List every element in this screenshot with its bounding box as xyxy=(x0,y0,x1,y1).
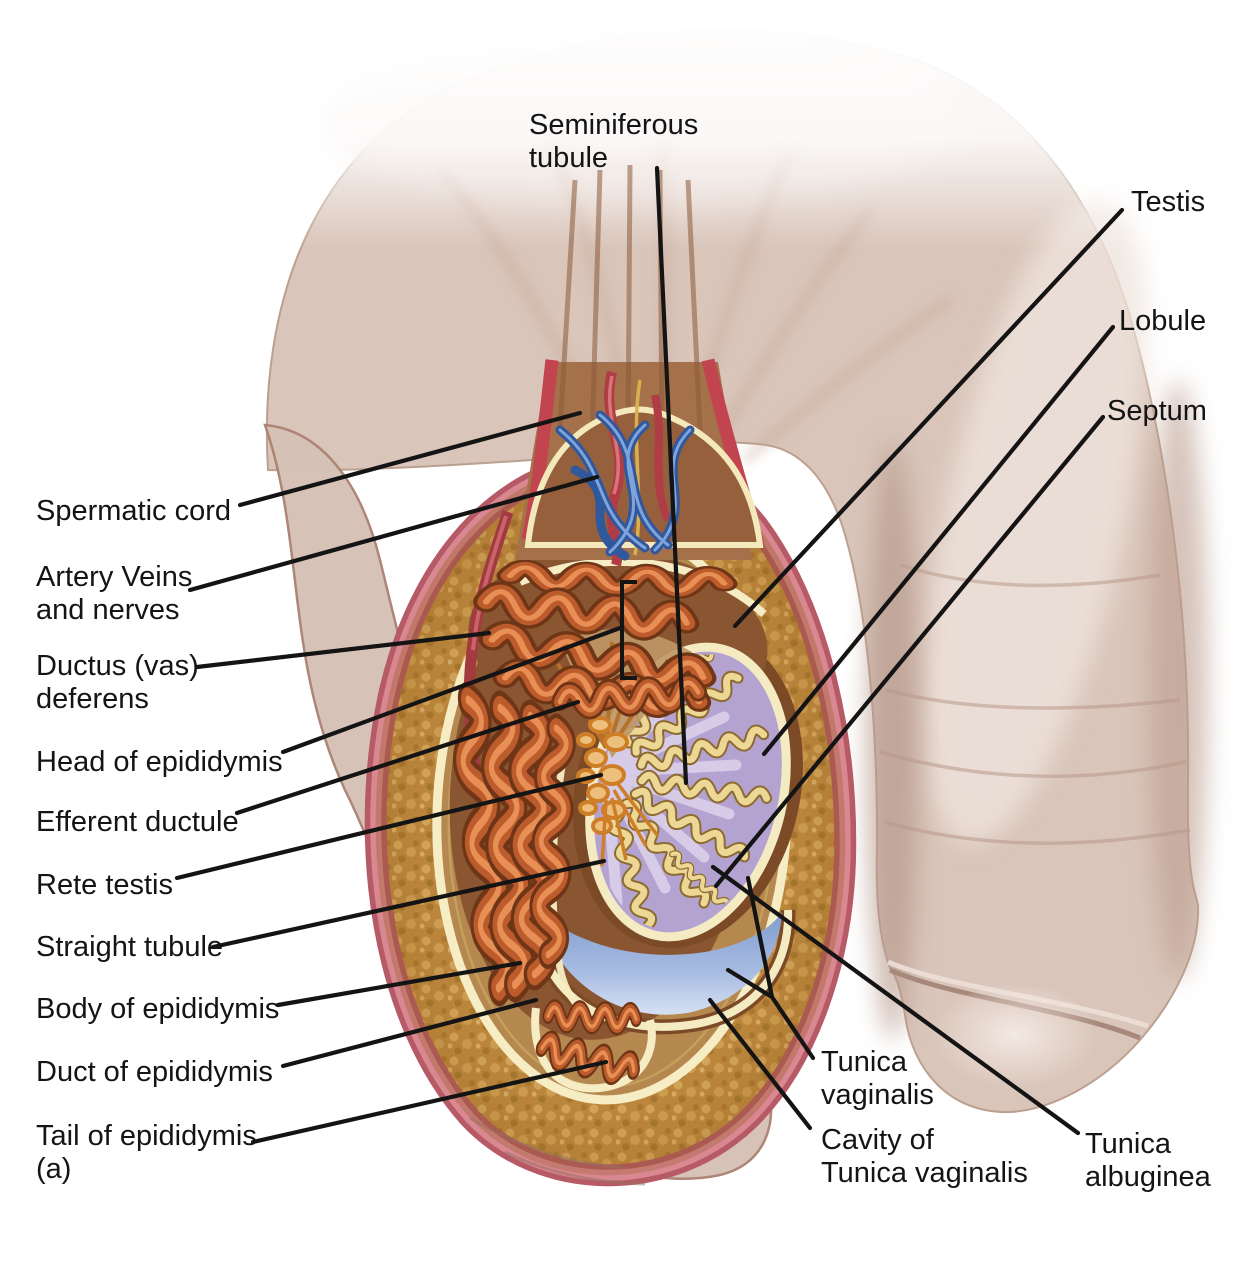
leader-cavity-of-tunica-vaginalis xyxy=(707,997,813,1131)
epididymis xyxy=(457,510,767,1093)
label-tunica-albuginea: Tunica albuginea xyxy=(1085,1128,1211,1193)
tunica-head-arc xyxy=(518,557,767,617)
leader-lobule xyxy=(761,324,1116,757)
label-head-of-epididymis: Head of epididymis xyxy=(36,746,283,778)
label-septum: Septum xyxy=(1107,395,1207,427)
label-efferent-ductule: Efferent ductule xyxy=(36,806,239,838)
leader-septum xyxy=(713,414,1106,889)
leader-testis xyxy=(732,207,1125,629)
cord-sheath xyxy=(524,406,764,548)
label-tail-of-epididymis: Tail of epididymis xyxy=(36,1120,257,1152)
leader-spermatic-cord xyxy=(237,410,583,508)
label-testis: Testis xyxy=(1131,186,1206,218)
label-ductus-vas-deferens: Ductus (vas) deferens xyxy=(36,650,199,715)
label-body-of-epididymis: Body of epididymis xyxy=(36,993,280,1025)
label-tunica-vaginalis: Tunica vaginalis xyxy=(821,1046,934,1111)
label-duct-of-epididymis: Duct of epididymis xyxy=(36,1056,273,1088)
leader-duct-of-epididymis xyxy=(280,997,539,1069)
leader-artery-veins-nerves xyxy=(187,474,600,593)
leader-ductus-deferens xyxy=(194,630,492,670)
label-artery-veins-nerves: Artery Veins and nerves xyxy=(36,561,193,626)
label-lobule: Lobule xyxy=(1119,305,1207,337)
leader-body-of-epididymis xyxy=(275,960,523,1008)
head-of-epididymis-bracket xyxy=(620,580,637,680)
panel-tag: (a) xyxy=(36,1153,72,1185)
cord-streaks xyxy=(557,164,703,446)
leader-tail-of-epididymis xyxy=(250,1059,609,1145)
nerve-fiber xyxy=(633,379,642,556)
top-fade xyxy=(0,0,1247,250)
label-seminiferous-tubule: Seminiferous tubule xyxy=(529,109,699,174)
skin-creases xyxy=(469,1116,646,1186)
spermatic-cord-illustration xyxy=(515,164,765,567)
cavity-fluid xyxy=(538,912,782,1015)
leader-seminiferous-tubule xyxy=(654,165,689,786)
label-rete-testis: Rete testis xyxy=(36,869,173,901)
label-cavity-of-tunica-vaginalis: Cavity of Tunica vaginalis xyxy=(821,1124,1028,1189)
leader-straight-tubule xyxy=(210,858,607,950)
shaft-wrinkles xyxy=(879,563,1191,845)
glans-highlight xyxy=(930,985,1100,1095)
leader-head-of-epididymis xyxy=(280,625,623,755)
leader-efferent-ductule xyxy=(234,699,581,816)
label-spermatic-cord: Spermatic cord xyxy=(36,495,232,527)
leader-lines xyxy=(174,165,1125,1145)
label-straight-tubule: Straight tubule xyxy=(36,931,224,963)
leader-tunica-vaginalis xyxy=(725,875,816,1061)
cavity-of-tunica-vaginalis-region xyxy=(528,909,796,1035)
leader-tunica-albuginea xyxy=(710,864,1081,1136)
leader-rete-testis xyxy=(174,772,604,881)
vein-highlights xyxy=(558,413,692,554)
straight-tubules xyxy=(600,782,660,867)
